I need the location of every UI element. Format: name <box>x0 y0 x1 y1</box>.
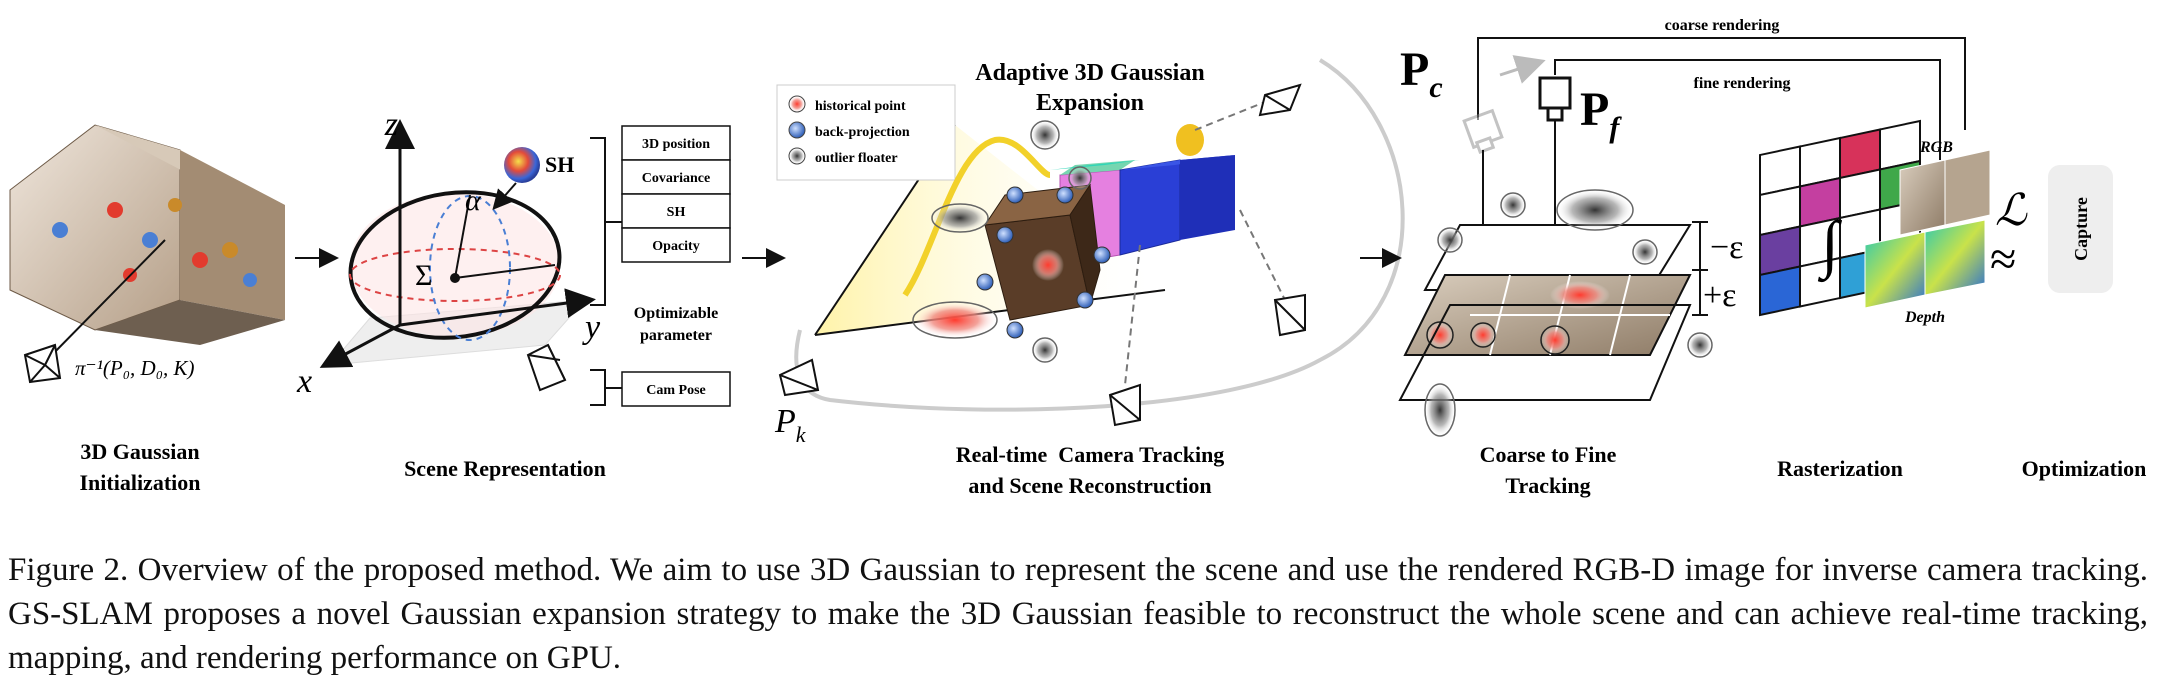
sigma-label: Σ <box>415 259 432 292</box>
coarse-fine-title-line2: Tracking <box>1505 473 1590 498</box>
sh-sphere-icon <box>504 147 540 183</box>
cam-pose-box <box>621 371 731 407</box>
coarse-camera-icon <box>1462 108 1504 155</box>
axis-x <box>319 323 401 368</box>
pc-label: Pc <box>1400 43 1443 104</box>
panel-rasterization: ∫ RGB Depth Rasterization <box>1759 119 1991 481</box>
axis-z-label: z <box>384 106 398 143</box>
pf-label: Pf <box>1580 83 1622 144</box>
capture-box <box>2048 165 2113 293</box>
rasterization-title: Rasterization <box>1777 456 1903 481</box>
camera-frustum-icon <box>778 358 820 397</box>
loss-symbol: ℒ <box>1995 186 2028 235</box>
legend-box: historical point back-projection outlier… <box>776 84 956 181</box>
method-overview-figure: π⁻¹(P₀, D₀, K) 3D Gaussian Initializatio… <box>9 17 2146 498</box>
panel-camera-tracking: historical point back-projection outlier… <box>774 58 1405 498</box>
coarse-rendering-label: coarse rendering <box>1665 17 1780 34</box>
axis-y-label: y <box>582 309 601 346</box>
caption-text: Figure 2. Overview of the proposed metho… <box>8 552 2148 676</box>
projection-label: π⁻¹(P₀, D₀, K) <box>75 356 195 380</box>
panel-scene-representation: z x y α Σ SH 3D position Covariance SH O… <box>296 106 731 481</box>
optimizable-label-line1: Optimizable <box>634 305 718 322</box>
expansion-title-line1: Adaptive 3D Gaussian <box>975 60 1204 86</box>
legend-outlier-floater: outlier floater <box>815 151 898 166</box>
minus-eps-label: −ε <box>1710 229 1743 266</box>
coarse-rendering-line <box>1477 37 1966 130</box>
optimizable-label-line2: parameter <box>640 327 712 344</box>
figure-caption: Figure 2. Overview of the proposed metho… <box>8 548 2148 680</box>
wooden-cube <box>983 183 1101 321</box>
param-opacity: Opacity <box>652 239 699 254</box>
init-title-line2: Initialization <box>79 470 200 495</box>
lamp-object <box>1176 124 1204 156</box>
camera-frustum-icon <box>1108 383 1141 427</box>
init-title-line1: 3D Gaussian <box>80 439 199 464</box>
plus-eps-label: +ε <box>1703 277 1736 314</box>
approx-symbol: ≈ <box>1990 233 2016 286</box>
panel-initialization: π⁻¹(P₀, D₀, K) 3D Gaussian Initializatio… <box>9 124 285 495</box>
legend-marker-historical <box>788 95 806 113</box>
panel-coarse-to-fine: coarse rendering fine rendering Pc Pf <box>1398 17 1966 498</box>
axis-y <box>399 288 596 327</box>
coarse-fine-title-line1: Coarse to Fine <box>1480 442 1617 467</box>
tracking-title-line2: and Scene Reconstruction <box>968 473 1211 498</box>
camera-frustum-icon <box>526 343 567 392</box>
alpha-label: α <box>465 184 482 217</box>
expansion-title-line2: Expansion <box>1036 90 1144 116</box>
parameter-list: 3D position Covariance SH Opacity <box>621 125 731 263</box>
legend-marker-outlier <box>788 147 806 165</box>
cam-pose-label: Cam Pose <box>646 383 706 398</box>
legend-marker-backprojection <box>788 121 806 139</box>
axis-x-label: x <box>296 363 312 400</box>
room-scan-image <box>9 124 285 345</box>
tracking-title-line1: Real-time Camera Tracking <box>956 442 1225 467</box>
rgb-label: RGB <box>1919 139 1953 156</box>
fine-rendering-line <box>1554 59 1941 160</box>
integral-symbol: ∫ <box>1817 208 1842 283</box>
fine-rendering-label: fine rendering <box>1693 75 1790 92</box>
fine-camera-icon <box>1538 76 1572 122</box>
legend-historical-point: historical point <box>815 99 906 114</box>
scene-title: Scene Representation <box>404 456 606 481</box>
trajectory-arc <box>794 58 1405 412</box>
capture-label: Capture <box>2071 197 2091 261</box>
camera-frustum-icon <box>1258 83 1302 117</box>
pk-label: Pk <box>774 403 807 447</box>
historical-gaussian <box>912 301 998 339</box>
depth-images <box>1864 219 1986 309</box>
optimization-title: Optimization <box>2022 456 2147 481</box>
camera-frustum-icon <box>1273 293 1306 337</box>
panel-optimization: ℒ ≈ Capture Optimization <box>1990 165 2146 481</box>
param-3d-position: 3D position <box>642 137 710 152</box>
sh-label: SH <box>545 152 574 177</box>
param-covariance: Covariance <box>642 171 710 186</box>
depth-label: Depth <box>1904 309 1945 326</box>
legend-back-projection: back-projection <box>815 125 910 140</box>
plane-plus-eps <box>1398 304 1692 401</box>
outlier-gaussian <box>931 203 989 233</box>
camera-frustum-icon <box>23 343 62 384</box>
param-sh: SH <box>667 205 686 220</box>
rgb-images <box>1899 149 1991 236</box>
